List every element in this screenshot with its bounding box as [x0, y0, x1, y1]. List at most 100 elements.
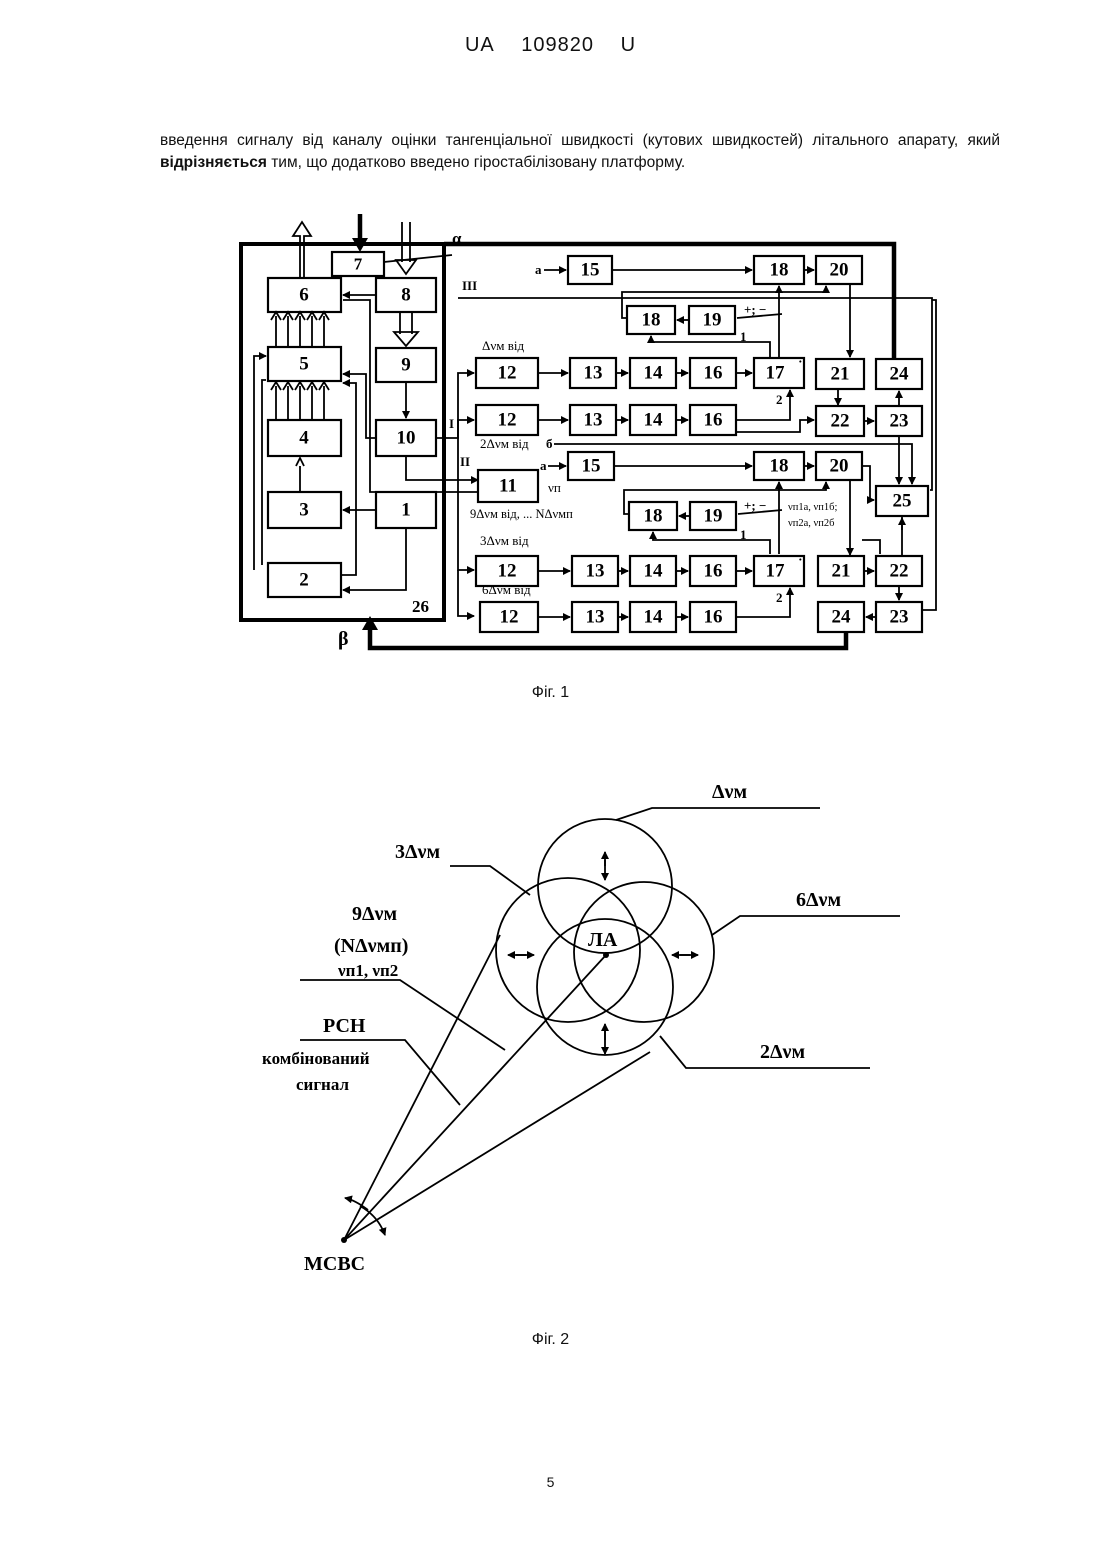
- label-vn: νп: [548, 480, 561, 495]
- label-b-mid: б: [546, 436, 553, 451]
- block-24a-label: 24: [890, 364, 910, 385]
- block-20b-label: 20: [830, 456, 849, 477]
- block-16c-label: 16: [704, 561, 723, 582]
- block-14c-label: 14: [644, 561, 664, 582]
- body-paragraph: введення сигналу від каналу оцінки танге…: [160, 130, 1000, 174]
- line-III-25: [930, 426, 932, 490]
- block-17b-label: 17: [766, 561, 786, 582]
- block-18d-label: 18: [644, 506, 663, 527]
- block-10-label: 10: [397, 428, 416, 449]
- block-7-label: 7: [354, 255, 363, 274]
- arrow-3-4: [296, 458, 304, 492]
- block-18b-label: 18: [642, 310, 661, 331]
- block-25-label: 25: [893, 491, 912, 512]
- block-16a-label: 16: [704, 363, 723, 384]
- block-12d-label: 12: [500, 607, 519, 628]
- arrow-1-2: [343, 528, 406, 590]
- block-18c-label: 18: [770, 456, 789, 477]
- block-18a-label: 18: [770, 260, 789, 281]
- block-15b-label: 15: [582, 456, 601, 477]
- block-16b-label: 16: [704, 410, 723, 431]
- arrow-17-18b: [651, 336, 770, 357]
- label-dv6: 6Δνм від: [482, 582, 531, 597]
- label-dv2: 2Δνм від: [480, 436, 529, 451]
- label-vn2: νп2а, νп2б: [788, 518, 835, 529]
- line-23b-right: [922, 300, 936, 610]
- label-comb2: сигнал: [296, 1075, 350, 1094]
- label-dv: Δνм від: [482, 338, 524, 353]
- label-2dv: 2Δνм: [760, 1041, 805, 1063]
- block-19a-label: 19: [703, 310, 722, 331]
- label-pm-top: +; −: [744, 302, 766, 317]
- line-7-alpha: [384, 255, 452, 262]
- block-8-label: 8: [401, 285, 411, 306]
- label-comb1: комбінований: [262, 1049, 370, 1068]
- figure-1-caption: Фіг. 1: [0, 684, 1101, 702]
- block-22a-label: 22: [831, 411, 850, 432]
- block-14d-label: 14: [644, 607, 664, 628]
- label-rsn: РСН: [323, 1015, 366, 1037]
- scan-arrow-1: [360, 1206, 385, 1235]
- msvs-point: [341, 1237, 347, 1243]
- block-23b-label: 23: [890, 607, 909, 628]
- bus-to-12a: [436, 373, 474, 438]
- label-dv9: 9Δνм від, ... NΔνмп: [470, 507, 573, 521]
- label-vn: νп1, νп2: [337, 961, 398, 980]
- label-a-top: a: [535, 262, 542, 277]
- block-13b-label: 13: [584, 410, 603, 431]
- block-9-label: 9: [401, 355, 411, 376]
- paragraph-part1: введення сигналу від каналу оцінки танге…: [160, 132, 1000, 149]
- bus-to-12d: [458, 570, 474, 616]
- label-9dv: 9Δνм: [352, 903, 397, 925]
- leader-6dv: [712, 916, 900, 935]
- dot-17a: ˙: [798, 359, 803, 374]
- block-14b-label: 14: [644, 410, 664, 431]
- label-dv: Δνм: [712, 781, 747, 803]
- label-msvs: МСВС: [304, 1253, 365, 1275]
- block-21b-label: 21: [832, 561, 851, 582]
- page-number: 5: [0, 1474, 1101, 1490]
- line-vn-22b: [862, 540, 880, 554]
- block-24b-label: 24: [832, 607, 852, 628]
- circle-3dv: [496, 878, 640, 1022]
- block-13c-label: 13: [586, 561, 605, 582]
- block-3-label: 3: [299, 500, 309, 521]
- beam-3: [344, 1052, 650, 1240]
- block-19b-label: 19: [704, 506, 723, 527]
- block-1-label: 1: [401, 500, 411, 521]
- figure-1-block-diagram: 26 6 5 4 3 2 7: [0, 200, 1101, 670]
- beam-2: [344, 955, 606, 1240]
- label-la: ЛА: [588, 929, 618, 951]
- output-arrow-6: [293, 222, 311, 280]
- block-13a-label: 13: [584, 363, 603, 384]
- label-dv3: 3Δνм від: [480, 533, 529, 548]
- block-15a-label: 15: [581, 260, 600, 281]
- bus-8-9: [394, 312, 418, 346]
- line-2-5c: [341, 383, 356, 575]
- label-III: III: [462, 278, 477, 293]
- block-22b-label: 22: [890, 561, 909, 582]
- line-2-5a: [254, 356, 266, 570]
- label-3dv: 3Δνм: [395, 841, 440, 863]
- patent-header: UA 109820 U: [0, 34, 1101, 57]
- block-12c-label: 12: [498, 561, 517, 582]
- block-12a-label: 12: [498, 363, 517, 384]
- label-6dv: 6Δνм: [796, 889, 841, 911]
- dot-17b: ˙: [798, 557, 803, 572]
- block-11-label: 11: [499, 476, 517, 497]
- header-number: 109820: [521, 34, 594, 56]
- label-two-a: 2: [776, 392, 783, 407]
- label-two-b: 2: [776, 590, 783, 605]
- block-12b-label: 12: [498, 410, 517, 431]
- arrow-17b-18d: [653, 532, 770, 554]
- block-13d-label: 13: [586, 607, 605, 628]
- label-ndv: (NΔνмп): [334, 935, 408, 957]
- figure-2-caption: Фіг. 2: [0, 1331, 1101, 1349]
- leader-dv: [616, 808, 820, 820]
- input-arrow-8: [396, 222, 416, 274]
- leader-3dv: [450, 866, 530, 895]
- block-17a-label: 17: [766, 363, 786, 384]
- bus-to-12b: [458, 420, 474, 438]
- frame-26-label: 26: [412, 597, 429, 616]
